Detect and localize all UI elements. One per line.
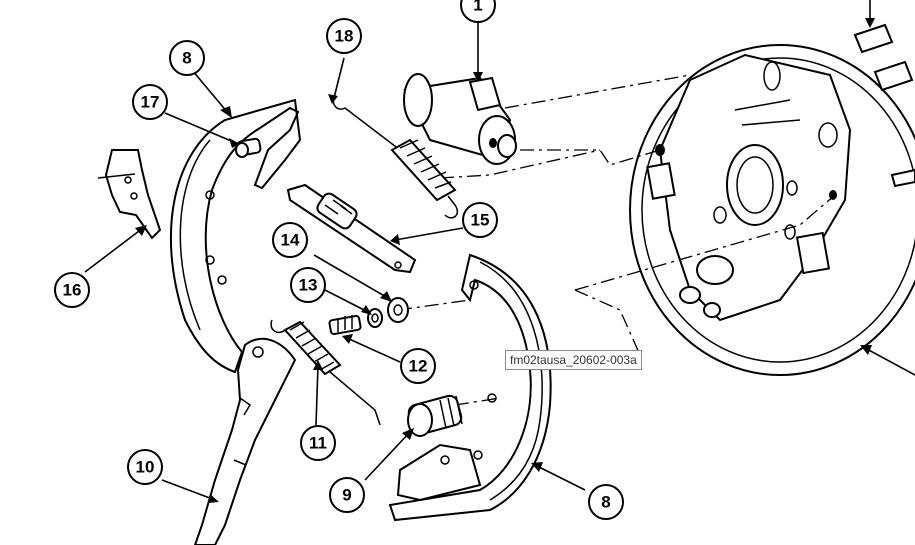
right-brake-shoe — [388, 253, 552, 522]
callout-c8b: 8 — [588, 484, 624, 520]
wheel-cylinder — [403, 73, 517, 165]
callout-label: 8 — [601, 493, 610, 512]
callout-label: 18 — [335, 27, 354, 46]
adjuster-screw — [328, 314, 362, 336]
callout-circle — [460, 0, 496, 23]
callout-c11: 11 — [300, 425, 336, 461]
callout-circle — [132, 84, 168, 120]
callout-c17: 17 — [132, 84, 168, 120]
callout-label: 10 — [136, 458, 155, 477]
adjuster-strut — [286, 183, 417, 274]
callout-leaders — [84, 20, 915, 503]
callout-circle — [54, 272, 90, 308]
callout-label: 14 — [281, 231, 300, 250]
washers — [367, 297, 409, 328]
callout-label: 16 — [63, 281, 82, 300]
lower-return-spring — [270, 319, 381, 426]
alignment-lines — [397, 74, 836, 406]
parking-brake-lever — [193, 337, 297, 545]
callout-label: 8 — [182, 49, 191, 68]
callout-circle — [462, 202, 498, 238]
star-wheel-adjuster — [407, 394, 463, 437]
callout-label: 11 — [309, 434, 327, 453]
callout-c14: 14 — [272, 222, 308, 258]
callout-c9: 9 — [329, 477, 365, 513]
callout-c12: 12 — [400, 348, 436, 384]
callout-c1: 1 — [460, 0, 496, 23]
callout-label: 9 — [342, 486, 351, 505]
callout-circle — [588, 484, 624, 520]
backing-plate — [629, 44, 915, 376]
callout-circle — [169, 40, 205, 76]
callout-label: 13 — [299, 276, 318, 295]
callout-label: 1 — [473, 0, 482, 15]
callout-circle — [326, 18, 362, 54]
callout-circle — [127, 449, 163, 485]
callout-c13: 13 — [290, 267, 326, 303]
callout-circle — [272, 222, 308, 258]
left-brake-shoe — [169, 98, 302, 374]
callout-c8a: 8 — [169, 40, 205, 76]
callout-label: 17 — [141, 93, 160, 112]
adjuster-lever — [97, 149, 162, 240]
hold-down-pin — [235, 137, 262, 158]
callout-label: 12 — [409, 357, 428, 376]
callout-c10: 10 — [127, 449, 163, 485]
callout-c18: 18 — [326, 18, 362, 54]
callout-c16: 16 — [54, 272, 90, 308]
callout-circle — [329, 477, 365, 513]
callout-label: 15 — [471, 211, 490, 230]
callout-circle — [290, 267, 326, 303]
callout-circle — [300, 425, 336, 461]
bleeder-fittings — [853, 0, 915, 188]
callout-circle — [400, 348, 436, 384]
callout-c15: 15 — [462, 202, 498, 238]
figure-tag: fm02tausa_20602-003a — [505, 350, 642, 370]
